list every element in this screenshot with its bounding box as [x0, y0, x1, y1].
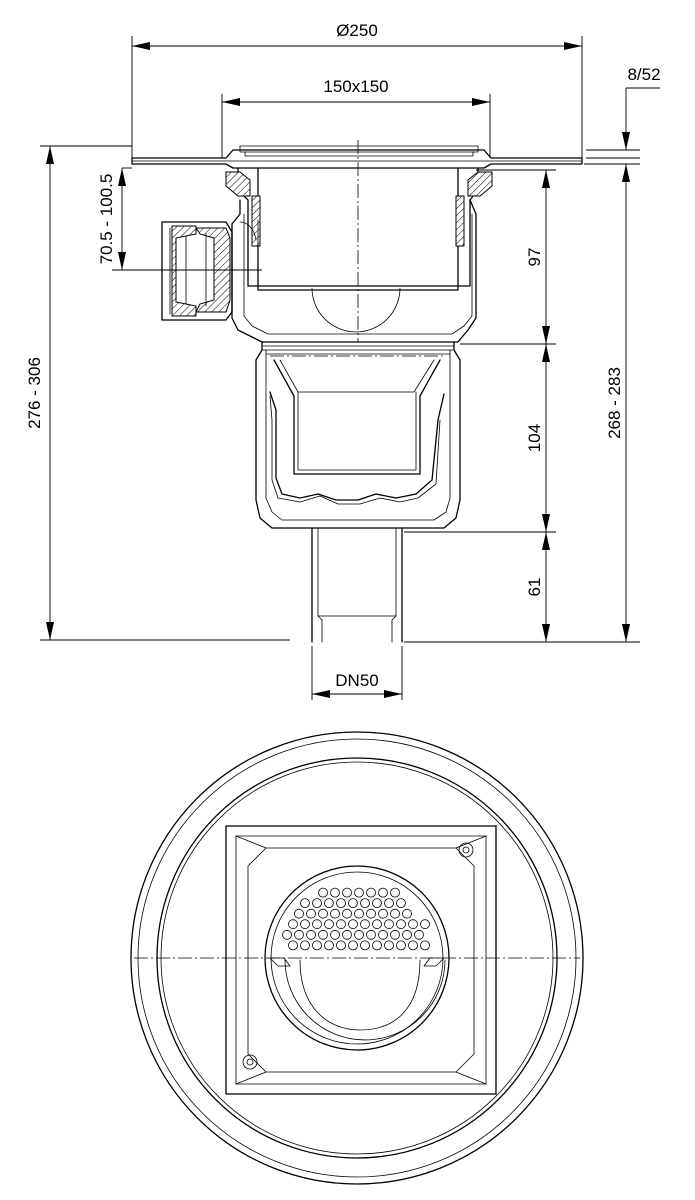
perforation-hole	[348, 919, 358, 930]
perforation-hole	[354, 887, 364, 898]
perforation-hole	[360, 898, 370, 908]
perforation-hole	[336, 919, 346, 930]
perforation-hole	[330, 929, 340, 940]
perforation-hole	[420, 940, 430, 951]
perforation-hole	[420, 919, 430, 930]
perforation-hole	[384, 940, 394, 951]
perforation-hole	[282, 929, 292, 940]
perforation-hole	[390, 908, 400, 919]
perforation-hole	[372, 898, 382, 908]
perforation-hole	[414, 929, 424, 940]
perforation-hole	[396, 940, 406, 951]
perforation-hole	[336, 898, 346, 908]
perforation-hole	[312, 940, 322, 951]
perforation-hole	[288, 940, 298, 951]
perforation-hole	[348, 940, 358, 951]
plan-view	[130, 731, 584, 1185]
perforation-hole	[306, 908, 316, 919]
perforation-hole	[390, 929, 400, 940]
dim-outlet-length: 61	[525, 578, 544, 597]
dim-flange-diameter: Ø250	[336, 21, 378, 40]
perforation-hole	[366, 908, 376, 919]
perforation-hole	[378, 887, 388, 898]
perforation-hole	[300, 940, 310, 951]
section-view	[131, 140, 583, 643]
perforation-hole	[378, 908, 388, 919]
dimension-lines	[40, 36, 660, 700]
perforation-hole	[342, 929, 352, 940]
dim-body-upper: 97	[525, 248, 544, 267]
perforation-hole	[390, 887, 400, 898]
dim-flange-thickness: 8/52	[627, 65, 660, 84]
dim-total-height: 276 - 306	[25, 357, 44, 429]
perforation-hole	[396, 919, 406, 930]
perforation-hole	[318, 887, 328, 898]
dimension-labels: Ø250 150x150 8/52 276 - 306 70.5 - 100.5…	[25, 21, 661, 690]
perforation-hole	[360, 919, 370, 930]
perforation-hole	[312, 898, 322, 908]
perforation-hole	[408, 919, 418, 930]
perforation-hole	[324, 919, 334, 930]
perforation-hole	[312, 919, 322, 930]
perforation-hole	[318, 908, 328, 919]
perforation-hole	[378, 929, 388, 940]
perforation-hole	[384, 898, 394, 908]
perforation-hole	[366, 887, 376, 898]
perforation-hole	[294, 929, 304, 940]
perforation-hole	[336, 940, 346, 951]
perforation-hole	[306, 929, 316, 940]
perforation-hole	[348, 898, 358, 908]
perforation-hole	[300, 898, 310, 908]
perforation-hole	[294, 908, 304, 919]
perforation-hole	[342, 887, 352, 898]
dim-body-height: 268 - 283	[605, 367, 624, 439]
perforation-hole	[300, 919, 310, 930]
dim-grate-size: 150x150	[323, 77, 388, 96]
perforation-hole	[288, 919, 298, 930]
perforation-hole	[372, 919, 382, 930]
perforation-hole	[342, 908, 352, 919]
dim-outlet-diameter: DN50	[335, 671, 378, 690]
perforation-hole	[402, 929, 412, 940]
perforation-hole	[318, 929, 328, 940]
perforation-hole	[330, 908, 340, 919]
grate-perforation-holes	[282, 887, 430, 951]
perforation-hole	[324, 898, 334, 908]
perforation-hole	[354, 908, 364, 919]
dim-body-lower: 104	[525, 424, 544, 452]
dim-side-outlet-height: 70.5 - 100.5	[97, 174, 116, 265]
perforation-hole	[408, 940, 418, 951]
perforation-hole	[402, 908, 412, 919]
perforation-hole	[396, 898, 406, 908]
perforation-hole	[324, 940, 334, 951]
perforation-hole	[384, 919, 394, 930]
perforation-hole	[330, 887, 340, 898]
perforation-hole	[360, 940, 370, 951]
perforation-hole	[372, 940, 382, 951]
perforation-hole	[366, 929, 376, 940]
perforation-hole	[354, 929, 364, 940]
